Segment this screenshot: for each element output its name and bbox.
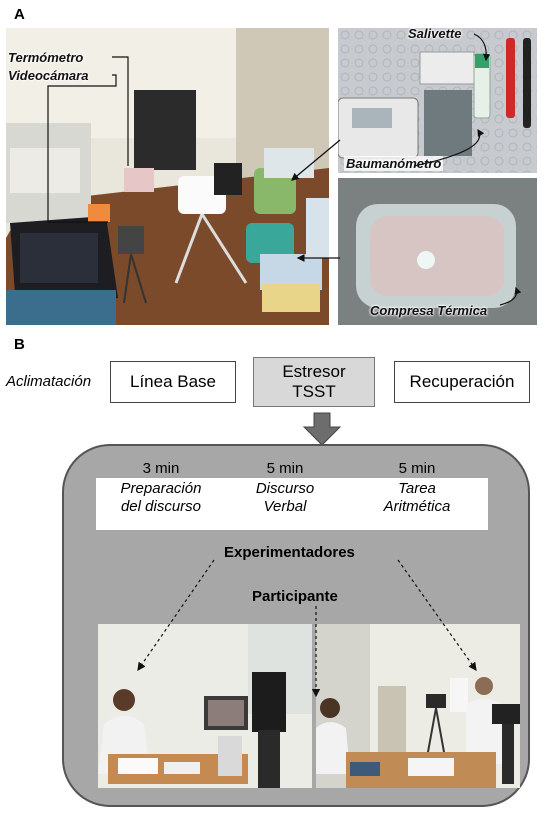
baseline-box: Línea Base xyxy=(110,361,236,403)
stage-2-name-line1: Discurso xyxy=(255,480,315,497)
stage-band xyxy=(96,478,488,530)
lab-equipment-photo xyxy=(6,28,329,325)
experimenters-label: Experimentadores xyxy=(224,544,355,561)
salivette-caption: Salivette xyxy=(408,26,462,41)
baseline-label: Línea Base xyxy=(129,372,216,391)
recovery-box: Recuperación xyxy=(394,361,530,403)
stressor-label: Estresor xyxy=(282,362,346,381)
stage-3-name-line2: Aritmética xyxy=(383,498,451,515)
stage-3-duration: 5 min xyxy=(398,460,436,477)
session-photo-right xyxy=(316,624,520,788)
stage-3: 5 min Tarea Aritmética xyxy=(352,460,482,516)
salivette-photo xyxy=(338,28,537,173)
sphygmomanometer-caption: Baumanómetro xyxy=(344,156,444,171)
down-arrow-icon xyxy=(302,412,342,446)
videocamera-caption: Videocámara xyxy=(8,68,89,83)
stressor-box: Estresor TSST xyxy=(253,357,375,407)
stage-1: 3 min Preparación del discurso xyxy=(96,460,226,516)
stage-2: 5 min Discurso Verbal xyxy=(220,460,350,516)
thermometer-caption: Termómetro xyxy=(8,50,84,65)
stage-2-name-line2: Verbal xyxy=(263,498,307,515)
stage-1-name-line2: del discurso xyxy=(120,498,202,515)
stage-1-name-line1: Preparación xyxy=(120,480,202,497)
thermal-pack-caption: Compresa Térmica xyxy=(370,303,488,318)
panel-a-arrows xyxy=(291,33,522,306)
panel-b-label: B xyxy=(14,336,25,353)
panel-a-label: A xyxy=(14,6,25,23)
tsst-label: TSST xyxy=(292,382,336,401)
acclimation-label: Aclimatación xyxy=(6,373,92,390)
stage-3-name-line1: Tarea xyxy=(398,480,436,497)
stage-1-duration: 3 min xyxy=(142,460,180,477)
thermal-pack-photo xyxy=(338,178,537,325)
session-photo-left xyxy=(98,624,312,788)
stage-2-duration: 5 min xyxy=(266,460,304,477)
panel-a-leader-lines xyxy=(47,56,129,223)
recovery-label: Recuperación xyxy=(409,372,515,391)
participant-label: Participante xyxy=(252,588,338,605)
